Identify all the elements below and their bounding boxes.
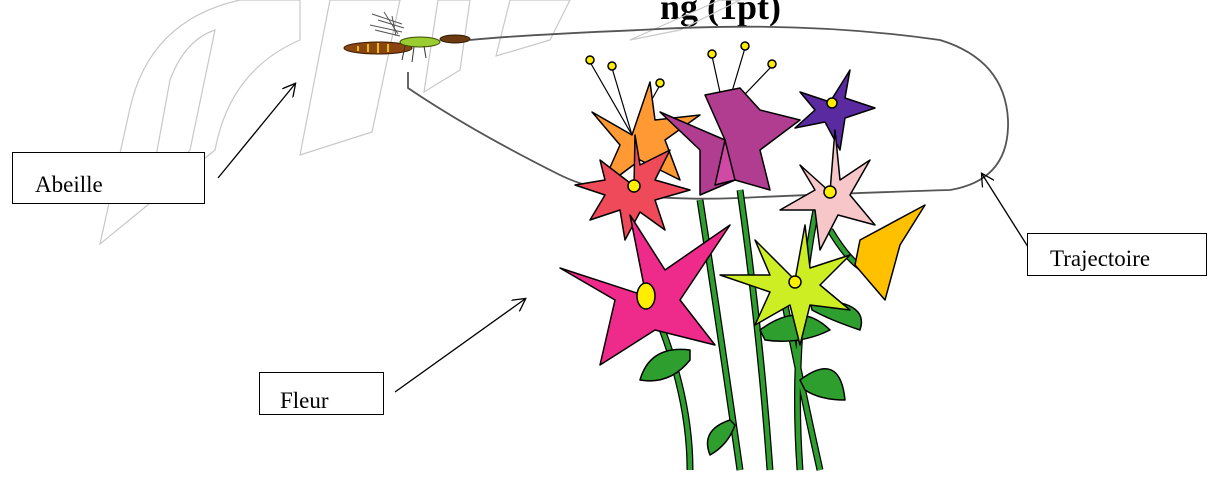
- trajectory-label-box: Trajectoire: [1027, 233, 1207, 276]
- flower-pointer-arrow: [395, 299, 525, 392]
- bee-label: Abeille: [35, 173, 103, 196]
- bee-pointer-arrow: [218, 84, 295, 178]
- flower-bouquet-image: [560, 42, 925, 470]
- flower-label: Fleur: [280, 389, 329, 412]
- bee-label-box: Abeille: [12, 152, 205, 204]
- trajectory-label: Trajectoire: [1050, 247, 1150, 270]
- flower-label-box: Fleur: [259, 372, 384, 415]
- bee-icon: [344, 12, 470, 62]
